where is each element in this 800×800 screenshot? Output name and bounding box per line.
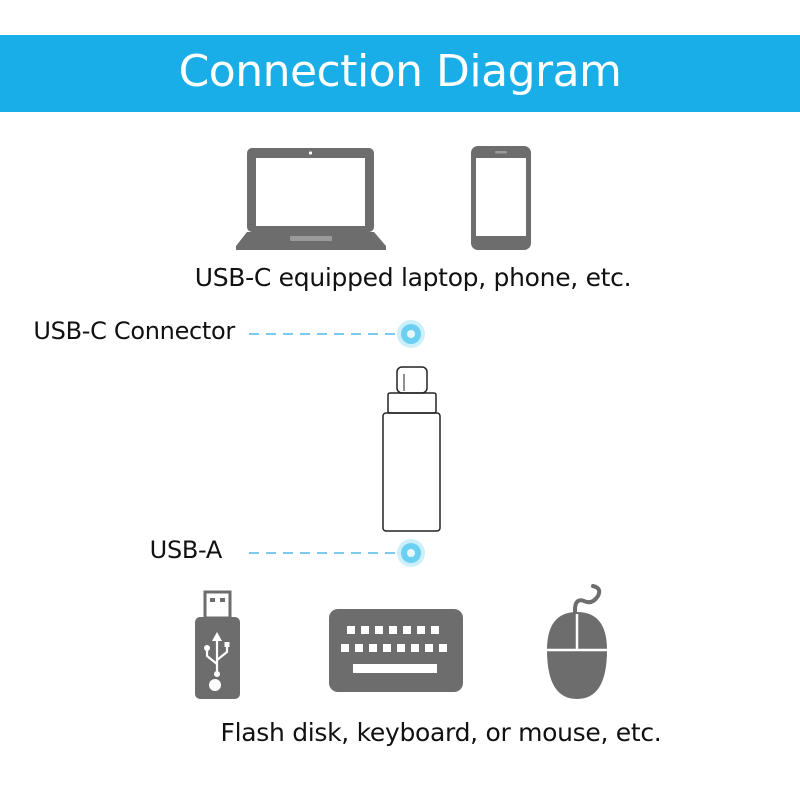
flash-drive-icon (195, 590, 240, 699)
keyboard-icon (329, 609, 463, 692)
title-banner: Connection Diagram (0, 35, 800, 112)
page-title: Connection Diagram (178, 46, 622, 97)
usb-c-connector-label: USB-C Connector (33, 317, 235, 345)
adapter-icon (382, 366, 441, 532)
phone-icon (471, 146, 531, 250)
host-devices-caption: USB-C equipped laptop, phone, etc. (194, 263, 632, 292)
usb-c-marker (397, 320, 425, 348)
usb-a-label: USB-A (149, 536, 223, 564)
mouse-icon (547, 584, 607, 699)
peripherals-caption: Flash disk, keyboard, or mouse, etc. (220, 718, 662, 747)
usb-a-marker (397, 539, 425, 567)
laptop-icon (236, 148, 386, 250)
